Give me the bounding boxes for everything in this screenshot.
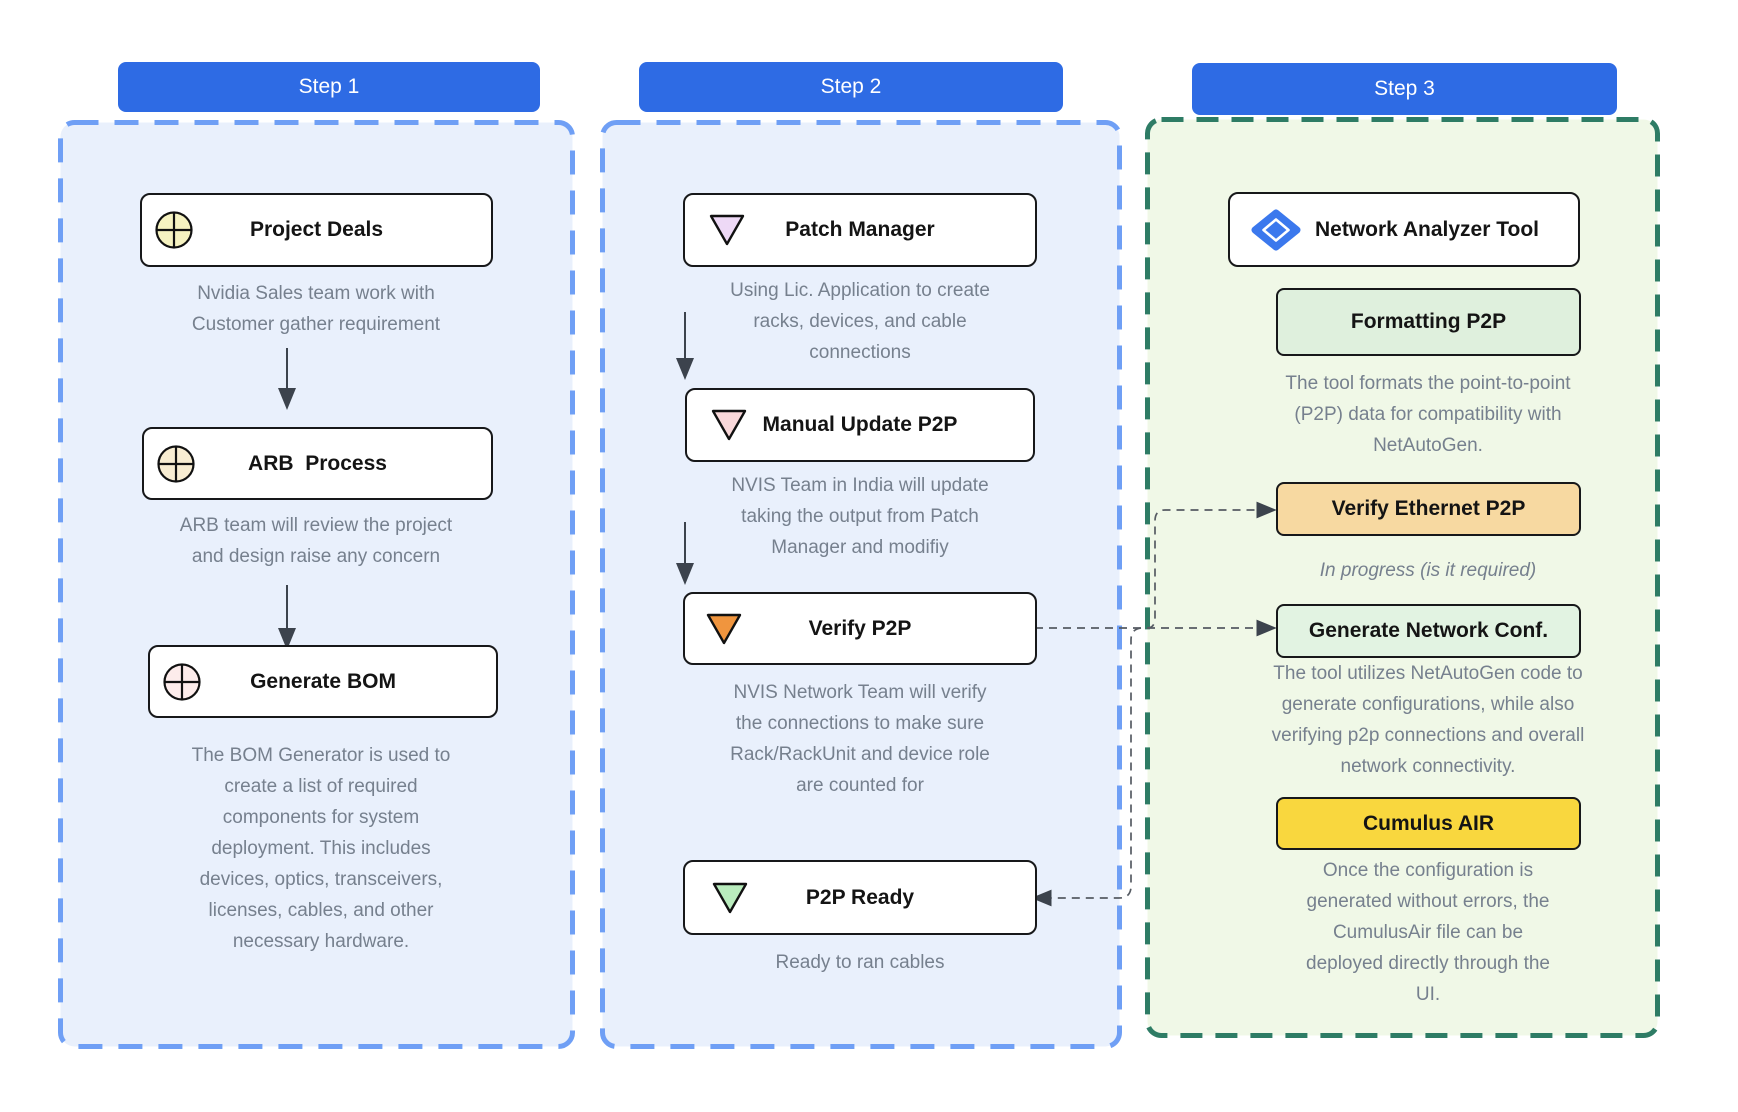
- card-formatting-p2p[interactable]: Formatting P2P: [1276, 288, 1581, 356]
- cumulus-air-description: Once the configuration is generated with…: [1306, 860, 1550, 1005]
- card-verify-ethernet-p2p[interactable]: Verify Ethernet P2P: [1276, 482, 1581, 536]
- project-deals-description: Nvidia Sales team work with Customer gat…: [191, 283, 441, 335]
- card-title: Manual Update P2P: [762, 413, 958, 436]
- card-cumulus-air[interactable]: Cumulus AIR: [1276, 797, 1581, 850]
- card-title: Project Deals: [249, 218, 384, 241]
- card-arb-process[interactable]: ARB Process: [142, 427, 493, 500]
- card-verify-p2p[interactable]: Verify P2P: [683, 592, 1037, 665]
- p2p-ready-description: Ready to ran cables: [775, 952, 945, 973]
- connector-return-to-p2pready: [1031, 627, 1142, 907]
- diamond-icon: [1250, 208, 1302, 252]
- generate-network-conf-description: The tool utilizes NetAutoGen code to gen…: [1271, 663, 1585, 777]
- formatting-p2p-description: The tool formats the point-to-point (P2P…: [1285, 373, 1571, 456]
- card-generate-bom[interactable]: Generate BOM: [148, 645, 498, 718]
- step3-header: Step 3: [1192, 63, 1617, 115]
- step2-header: Step 2: [639, 62, 1063, 112]
- card-title: Network Analyzer Tool: [1314, 217, 1540, 241]
- connector-branch-to-verifyethernet: [1146, 501, 1277, 629]
- manual-update-description: NVIS Team in India will update taking th…: [731, 475, 989, 558]
- card-title: Verify Ethernet P2P: [1331, 497, 1526, 520]
- card-project-deals[interactable]: Project Deals: [140, 193, 493, 267]
- panel-step2: [600, 120, 1122, 1049]
- circle-crosshair-icon: [162, 662, 202, 702]
- card-title: Patch Manager: [785, 218, 935, 241]
- triangle-down-icon: [704, 611, 744, 647]
- card-title: Generate BOM: [250, 669, 396, 693]
- panel-step1: [58, 120, 575, 1049]
- triangle-down-icon: [707, 212, 747, 248]
- generate-bom-description: The BOM Generator is used to create a li…: [191, 745, 451, 952]
- verify-p2p-description: NVIS Network Team will verify the connec…: [730, 682, 990, 796]
- triangle-down-icon: [710, 880, 750, 916]
- patch-manager-description: Using Lic. Application to create racks, …: [730, 280, 990, 363]
- triangle-down-icon: [709, 407, 749, 443]
- card-title: ARB Process: [248, 451, 387, 475]
- arb-process-description: ARB team will review the project and des…: [179, 515, 453, 567]
- card-title: Formatting P2P: [1350, 310, 1507, 333]
- card-manual-update-p2p[interactable]: Manual Update P2P: [685, 388, 1035, 462]
- step3-header-label: Step 3: [1374, 77, 1435, 100]
- step1-header: Step 1: [118, 62, 540, 112]
- circle-crosshair-icon: [156, 444, 196, 484]
- card-title: Verify P2P: [808, 616, 912, 640]
- card-title: Generate Network Conf.: [1308, 619, 1549, 642]
- card-p2p-ready[interactable]: P2P Ready: [683, 860, 1037, 935]
- step2-header-label: Step 2: [820, 75, 882, 98]
- card-title: Cumulus AIR: [1362, 811, 1495, 835]
- verify-ethernet-note: In progress (is it required): [1319, 560, 1537, 581]
- step1-header-label: Step 1: [298, 75, 360, 98]
- card-generate-network-conf[interactable]: Generate Network Conf.: [1276, 604, 1581, 658]
- card-title: P2P Ready: [805, 885, 915, 909]
- circle-crosshair-icon: [154, 210, 194, 250]
- card-patch-manager[interactable]: Patch Manager: [683, 193, 1037, 267]
- card-network-analyzer-tool[interactable]: Network Analyzer Tool: [1228, 192, 1580, 267]
